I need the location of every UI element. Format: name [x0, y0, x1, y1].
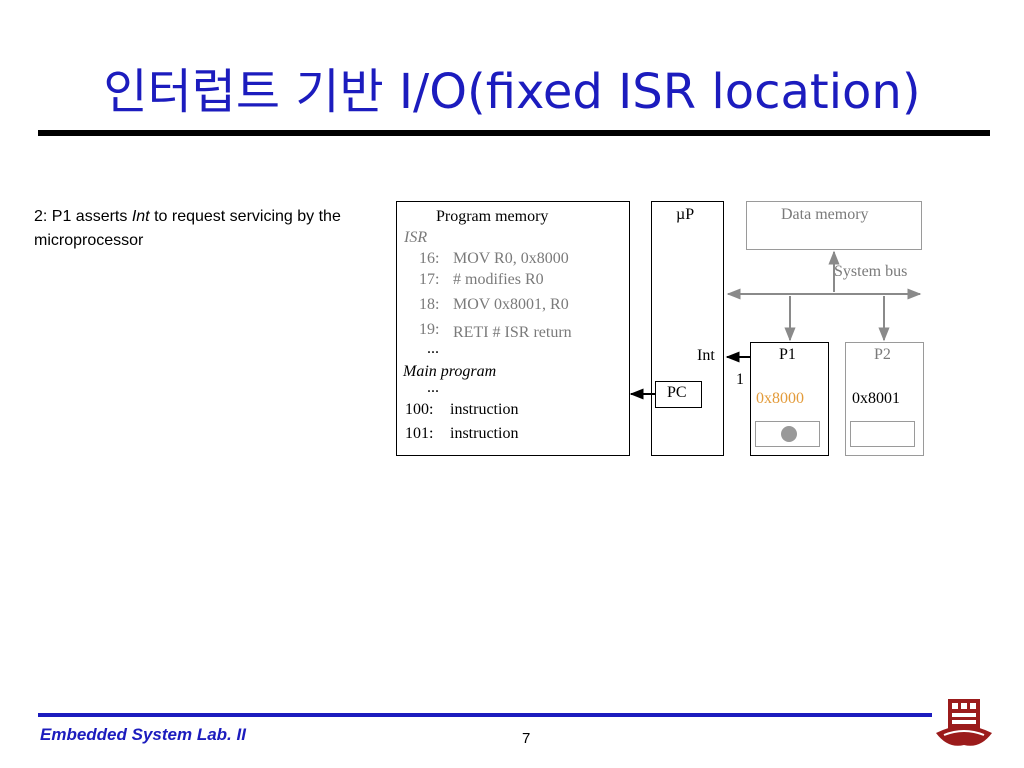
isr-line-code: RETI # ISR return — [453, 324, 572, 341]
footer-divider — [38, 713, 932, 717]
isr-line-code: # modifies R0 — [453, 271, 544, 288]
main-program-label: Main program — [403, 363, 497, 380]
footer-lab-name: Embedded System Lab. II — [40, 725, 246, 744]
title-divider — [38, 130, 990, 136]
pc-label: PC — [667, 384, 687, 401]
main-line-addr: 101: — [405, 425, 434, 442]
data-memory-box — [746, 201, 922, 250]
p1-int-indicator-icon — [781, 426, 797, 442]
pc-register — [655, 381, 702, 408]
ellipsis: ... — [427, 379, 439, 396]
int-pin-label: Int — [697, 347, 715, 364]
isr-line-addr: 18: — [419, 296, 440, 313]
int-signal-value: 1 — [736, 371, 744, 388]
slide-title: 인터럽트 기반 I/O(fixed ISR location) — [103, 64, 921, 120]
step-suffix: to request servicing by the microprocess… — [34, 208, 341, 249]
program-memory-label: Program memory — [436, 208, 549, 225]
system-bus-label: System bus — [834, 263, 908, 280]
step-prefix: 2: P1 asserts — [34, 208, 132, 225]
step-description: 2: P1 asserts Int to request servicing b… — [34, 205, 374, 253]
isr-line-code: MOV 0x8001, R0 — [453, 296, 569, 313]
isr-line-addr: 19: — [419, 321, 440, 338]
university-emblem-icon — [936, 699, 992, 746]
p2-register — [850, 421, 915, 447]
ellipsis: ... — [427, 340, 439, 357]
p2-address: 0x8001 — [852, 390, 900, 407]
isr-line-addr: 16: — [419, 250, 440, 267]
main-line-code: instruction — [450, 425, 519, 442]
main-line-code: instruction — [450, 401, 519, 418]
p1-label: P1 — [779, 346, 796, 363]
p2-label: P2 — [874, 346, 891, 363]
page-number: 7 — [522, 730, 531, 747]
step-signal: Int — [131, 208, 150, 225]
isr-line-code: MOV R0, 0x8000 — [453, 250, 569, 267]
main-line-addr: 100: — [405, 401, 434, 418]
p1-address: 0x8000 — [756, 390, 804, 407]
data-memory-label: Data memory — [781, 206, 869, 223]
microprocessor-box — [651, 201, 724, 456]
isr-line-addr: 17: — [419, 271, 440, 288]
isr-label: ISR — [404, 229, 428, 246]
program-memory-box — [396, 201, 630, 456]
microprocessor-label: µP — [676, 206, 695, 223]
